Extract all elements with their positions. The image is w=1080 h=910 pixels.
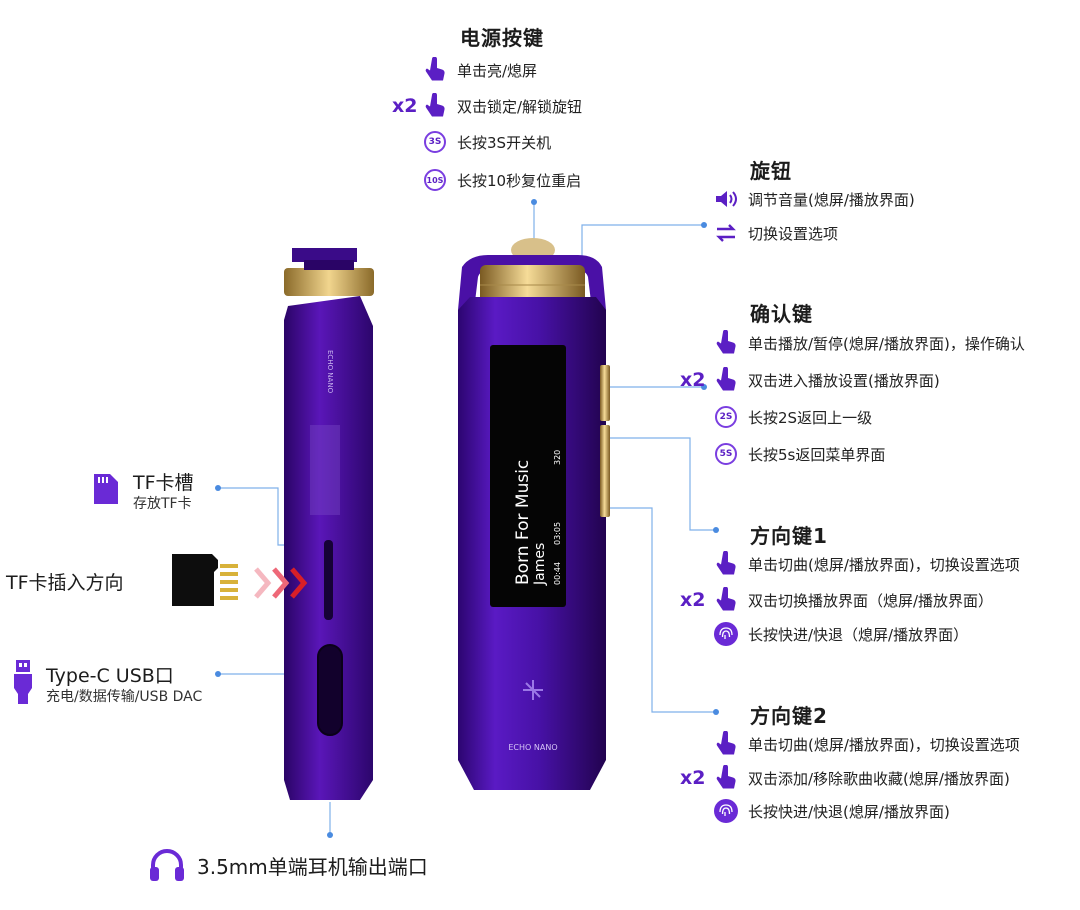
dir2-item-1-label: 单击切曲(熄屏/播放界面)，切换设置选项 bbox=[748, 735, 1020, 754]
tf-slot-title: TF卡槽 bbox=[133, 472, 194, 494]
double-tap-prefix: x2 bbox=[680, 589, 706, 611]
fingerprint-icon bbox=[712, 797, 740, 825]
screen-artist: James bbox=[532, 543, 548, 586]
tap-icon bbox=[712, 586, 740, 614]
power-item-1-label: 单击亮/熄屏 bbox=[457, 61, 538, 80]
usb-sub: 充电/数据传输/USB DAC bbox=[46, 689, 203, 705]
hold-2s-icon: 2S bbox=[712, 403, 740, 431]
hold-2s-badge: 2S bbox=[715, 406, 737, 428]
power-item-2: 双击锁定/解锁旋钮 bbox=[421, 92, 582, 120]
knob-item-2-label: 切换设置选项 bbox=[748, 224, 839, 243]
dir2-item-3-label: 长按快进/快退(熄屏/播放界面) bbox=[748, 802, 950, 821]
double-tap-prefix: x2 bbox=[680, 369, 706, 391]
power-item-3: 3S 长按3S开关机 bbox=[421, 128, 551, 156]
double-tap-prefix: x2 bbox=[392, 95, 418, 117]
audio-output-title: 3.5mm单端耳机输出端口 bbox=[197, 855, 428, 879]
brand-logo-icon bbox=[523, 680, 543, 700]
display-screen: Born For Music James 00:44 03:05 320 bbox=[490, 345, 566, 607]
dir2-item-2-label: 双击添加/移除歌曲收藏(熄屏/播放界面) bbox=[748, 769, 1010, 788]
headphones-icon bbox=[148, 847, 186, 887]
micro-sd-card-illustration bbox=[172, 554, 238, 606]
power-title: 电源按键 bbox=[460, 26, 544, 50]
sd-card-icon bbox=[90, 472, 120, 510]
confirm-item-3-label: 长按2S返回上一级 bbox=[748, 408, 873, 427]
confirm-item-1: 单击播放/暂停(熄屏/播放界面)，操作确认 bbox=[712, 329, 1025, 357]
power-item-4: 10S 长按10秒复位重启 bbox=[421, 166, 581, 194]
confirm-item-4-label: 长按5s返回菜单界面 bbox=[748, 445, 886, 464]
screen-total-time: 03:05 bbox=[553, 522, 562, 545]
dir1-title: 方向键1 bbox=[750, 524, 828, 548]
usb-c-port bbox=[317, 644, 343, 736]
hold-10s-badge: 10S bbox=[424, 169, 446, 191]
hold-5s-icon: 5S bbox=[712, 440, 740, 468]
screen-elapsed-time: 00:44 bbox=[553, 562, 562, 585]
hold-5s-badge: 5S bbox=[715, 443, 737, 465]
screen-song-title: Born For Music bbox=[513, 460, 533, 585]
device-front-view: Born For Music James 00:44 03:05 320 ECH… bbox=[458, 238, 610, 790]
confirm-item-2-label: 双击进入播放设置(播放界面) bbox=[748, 371, 940, 390]
dir1-item-3-label: 长按快进/快退（熄屏/播放界面） bbox=[748, 625, 969, 644]
usb-plug-icon bbox=[12, 658, 34, 710]
dir2-item-3: 长按快进/快退(熄屏/播放界面) bbox=[712, 797, 950, 825]
power-item-1: 单击亮/熄屏 bbox=[421, 56, 537, 84]
power-item-3-label: 长按3S开关机 bbox=[457, 133, 552, 152]
tf-slot-sub: 存放TF卡 bbox=[133, 496, 192, 512]
knob-title: 旋钮 bbox=[750, 159, 792, 183]
speaker-icon bbox=[712, 185, 740, 213]
confirm-item-3: 2S 长按2S返回上一级 bbox=[712, 403, 872, 431]
confirm-item-1-label: 单击播放/暂停(熄屏/播放界面)，操作确认 bbox=[748, 334, 1025, 353]
dir2-item-1: 单击切曲(熄屏/播放界面)，切换设置选项 bbox=[712, 730, 1020, 758]
side-brand-text: ECHO NANO bbox=[326, 350, 334, 394]
tf-slot bbox=[324, 540, 333, 620]
knob-item-1-label: 调节音量(熄屏/播放界面) bbox=[748, 190, 915, 209]
dir1-item-3: 长按快进/快退（熄屏/播放界面） bbox=[712, 620, 968, 648]
knob-item-2: 切换设置选项 bbox=[712, 219, 838, 247]
hold-3s-icon: 3S bbox=[421, 128, 449, 156]
front-brand-text: ECHO NANO bbox=[508, 743, 557, 752]
confirm-item-4: 5S 长按5s返回菜单界面 bbox=[712, 440, 885, 468]
fingerprint-icon bbox=[712, 620, 740, 648]
power-item-2-label: 双击锁定/解锁旋钮 bbox=[457, 97, 583, 116]
double-tap-prefix: x2 bbox=[680, 767, 706, 789]
screen-bitrate: 320 bbox=[553, 450, 562, 465]
dir1-item-2: 双击切换播放界面（熄屏/播放界面） bbox=[712, 586, 993, 614]
tap-icon bbox=[712, 550, 740, 578]
confirm-item-2: 双击进入播放设置(播放界面) bbox=[712, 366, 940, 394]
tap-icon bbox=[421, 56, 449, 84]
dir2-item-2: 双击添加/移除歌曲收藏(熄屏/播放界面) bbox=[712, 764, 1010, 792]
dir1-item-2-label: 双击切换播放界面（熄屏/播放界面） bbox=[748, 591, 994, 610]
dir1-item-1: 单击切曲(熄屏/播放界面)，切换设置选项 bbox=[712, 550, 1020, 578]
tap-icon bbox=[712, 366, 740, 394]
switch-arrows-icon bbox=[712, 219, 740, 247]
tap-icon bbox=[712, 329, 740, 357]
tap-icon bbox=[712, 730, 740, 758]
dir2-title: 方向键2 bbox=[750, 704, 828, 728]
dir1-item-1-label: 单击切曲(熄屏/播放界面)，切换设置选项 bbox=[748, 555, 1020, 574]
tf-insert-direction-label: TF卡插入方向 bbox=[6, 572, 124, 594]
tap-icon bbox=[421, 92, 449, 120]
tap-icon bbox=[712, 764, 740, 792]
hold-3s-badge: 3S bbox=[424, 131, 446, 153]
hold-10s-icon: 10S bbox=[421, 166, 449, 194]
usb-title: Type-C USB口 bbox=[46, 665, 174, 687]
device-side-view: ECHO NANO bbox=[284, 248, 374, 800]
insert-direction-arrows-icon bbox=[254, 567, 308, 599]
confirm-title: 确认键 bbox=[750, 302, 813, 326]
knob-item-1: 调节音量(熄屏/播放界面) bbox=[712, 185, 915, 213]
power-item-4-label: 长按10秒复位重启 bbox=[457, 171, 582, 190]
